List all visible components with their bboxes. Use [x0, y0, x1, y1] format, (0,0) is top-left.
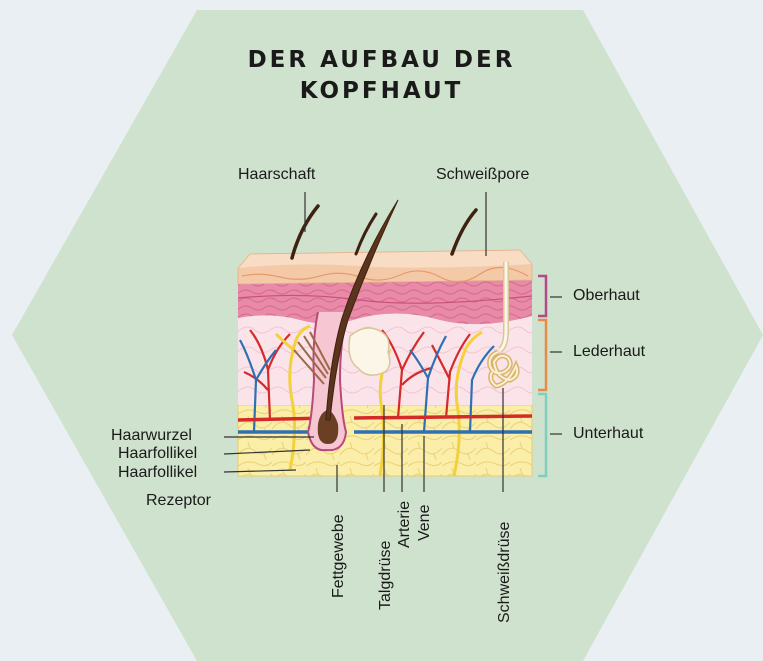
label-hypodermis: Unterhaut [573, 425, 643, 443]
label-sebaceous-gland: Talgdrüse [377, 541, 395, 610]
label-hair-root: Haarwurzel [111, 427, 192, 445]
label-hair-follicle-2: Haarfollikel [118, 464, 197, 482]
label-epidermis: Oberhaut [573, 287, 640, 305]
label-sweat-pore: Schweißpore [436, 166, 529, 184]
label-vein: Vene [416, 505, 434, 541]
label-fat-tissue: Fettgewebe [330, 514, 348, 598]
label-hair-shaft: Haarschaft [238, 166, 315, 184]
title-line-1: DER AUFBAU DER [0, 47, 763, 73]
label-sweat-gland: Schweißdrüse [496, 522, 514, 623]
label-artery: Arterie [396, 501, 414, 548]
label-dermis: Lederhaut [573, 343, 645, 361]
label-hair-follicle-1: Haarfollikel [118, 445, 197, 463]
label-receptor: Rezeptor [146, 492, 211, 510]
title-line-2: KOPFHAUT [0, 78, 763, 104]
